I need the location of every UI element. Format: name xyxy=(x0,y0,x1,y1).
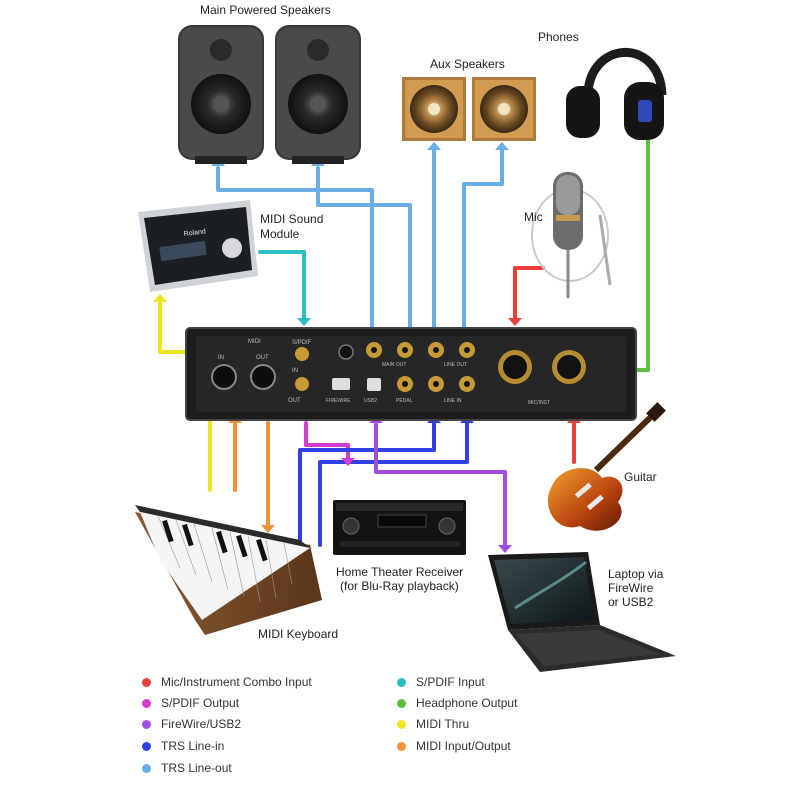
legend-label: S/PDIF Output xyxy=(161,696,240,710)
label-laptop-line2: FireWire xyxy=(608,581,654,595)
legend-item-firewire-usb2: FireWire/USB2 xyxy=(142,715,241,733)
label-guitar: Guitar xyxy=(624,470,657,484)
legend-label: Headphone Output xyxy=(416,696,518,710)
label-receiver-line2: (for Blu-Ray playback) xyxy=(340,579,459,593)
cable-line-in-1 xyxy=(298,421,436,547)
label-midi-keyboard: MIDI Keyboard xyxy=(258,627,339,641)
headphones xyxy=(566,48,667,140)
cable-spdif-out xyxy=(304,421,350,460)
iface-midi-label: MIDI xyxy=(248,339,261,345)
iface-main-out-label: MAIN OUT xyxy=(382,362,406,368)
legend-item-trs-line-in: TRS Line-in xyxy=(142,737,224,755)
iface-spdif-in-label: IN xyxy=(292,368,298,374)
main-speaker-right xyxy=(275,25,361,164)
microphone xyxy=(531,172,612,298)
legend-dot xyxy=(142,698,151,708)
cable-line-out-main-left xyxy=(216,166,374,330)
label-main-speakers: Main Powered Speakers xyxy=(200,3,331,17)
label-laptop-line1: Laptop via xyxy=(608,567,664,581)
legend-dot xyxy=(397,677,406,687)
aux-speaker-right xyxy=(472,77,536,141)
laptop xyxy=(488,552,676,672)
legend-label: TRS Line-out xyxy=(161,761,232,775)
legend-dot xyxy=(142,719,151,729)
label-mic: Mic xyxy=(524,210,543,224)
iface-micinst-label: MIC/INST xyxy=(528,400,550,406)
legend-item-spdif-input: S/PDIF Input xyxy=(397,673,485,691)
module-brand: Roland xyxy=(183,228,206,238)
legend-dot xyxy=(397,698,406,708)
label-aux-speakers: Aux Speakers xyxy=(430,57,505,71)
legend-label: TRS Line-in xyxy=(161,739,225,753)
legend-dot xyxy=(142,741,151,751)
label-receiver-line1: Home Theater Receiver xyxy=(336,565,464,579)
cable-spdif-in xyxy=(258,250,306,320)
legend-item-mic-instrument: Mic/Instrument Combo Input xyxy=(142,673,312,691)
cable-line-out-aux-right xyxy=(462,148,504,330)
legend-label: MIDI Thru xyxy=(416,717,470,731)
aux-speaker-left xyxy=(402,77,466,141)
legend-label: MIDI Input/Output xyxy=(416,739,511,753)
label-midi-module-line1: MIDI Sound xyxy=(260,212,324,226)
cable-usb xyxy=(374,421,507,547)
legend-item-midi-thru: MIDI Thru xyxy=(397,715,469,733)
label-phones: Phones xyxy=(538,30,579,44)
legend-item-trs-line-out: TRS Line-out xyxy=(142,759,232,777)
legend-label: S/PDIF Input xyxy=(416,675,485,689)
cable-line-in-2 xyxy=(318,421,469,547)
legend-label: Mic/Instrument Combo Input xyxy=(161,675,312,689)
iface-line-out-label: LINE OUT xyxy=(444,362,467,368)
iface-spdif-label: S/PDIF xyxy=(292,340,312,346)
cable-mic xyxy=(513,266,545,320)
midi-keyboard xyxy=(135,505,322,635)
guitar xyxy=(547,402,666,531)
iface-usb-label: USB2 xyxy=(364,398,377,404)
iface-midi-in-label: IN xyxy=(218,355,224,361)
cable-line-out-main-right xyxy=(316,166,412,330)
audio-interface: MIDI IN OUT S/PDIF IN OUT FIREWIRE USB2 … xyxy=(185,327,637,421)
legend-item-headphone-output: Headphone Output xyxy=(397,694,517,712)
midi-sound-module: Roland xyxy=(138,200,258,292)
iface-pedal-label: PEDAL xyxy=(396,398,413,404)
legend-dot xyxy=(397,719,406,729)
iface-firewire-label: FIREWIRE xyxy=(326,398,351,404)
legend-label: FireWire/USB2 xyxy=(161,717,242,731)
iface-midi-out-label: OUT xyxy=(256,355,269,361)
legend-dot xyxy=(397,741,406,751)
iface-line-in-label: LINE IN xyxy=(444,398,462,404)
legend-item-midi-input-output: MIDI Input/Output xyxy=(397,737,511,755)
label-laptop-line3: or USB2 xyxy=(608,595,654,609)
legend-dot xyxy=(142,763,151,773)
legend-item-spdif-output: S/PDIF Output xyxy=(142,694,239,712)
label-midi-module-line2: Module xyxy=(260,227,300,241)
iface-spdif-out-label: OUT xyxy=(288,398,301,404)
main-speaker-left xyxy=(178,25,264,164)
legend-dot xyxy=(142,677,151,687)
cables xyxy=(158,133,650,547)
home-theater-receiver xyxy=(333,500,466,555)
